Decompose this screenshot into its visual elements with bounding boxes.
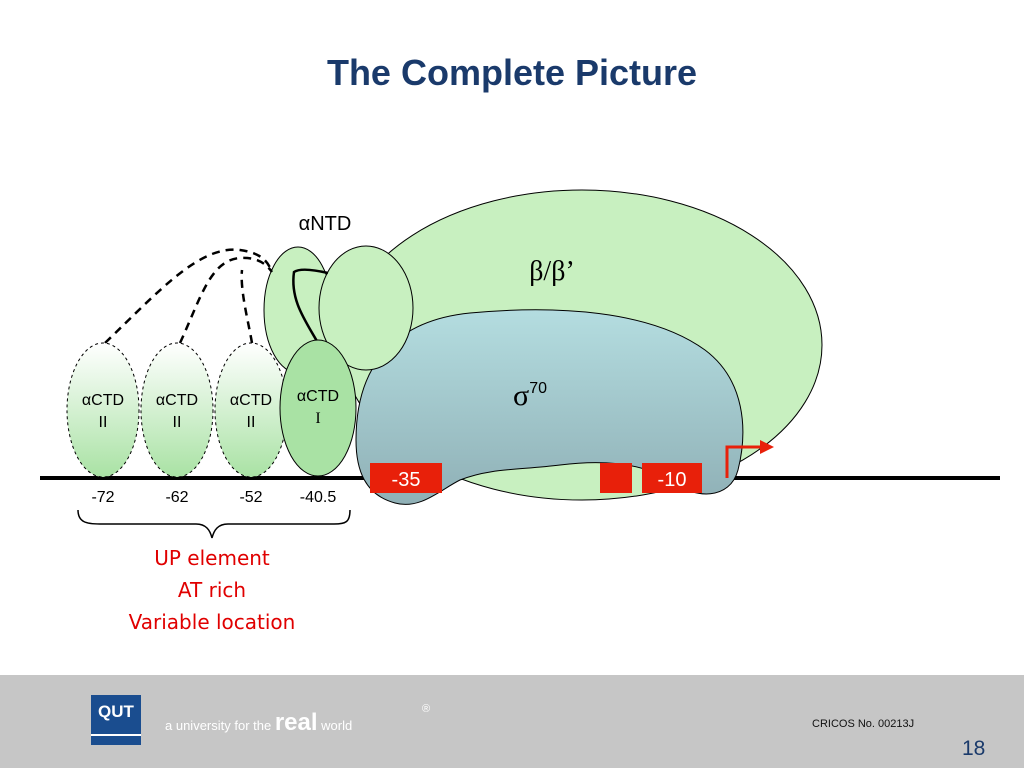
ctd-label-3: αCTD (230, 392, 272, 409)
tether-3 (240, 269, 254, 344)
pos-label-4: -40.5 (300, 489, 337, 506)
box-minus10 (642, 463, 702, 493)
sigma-superscript: 70 (529, 380, 547, 397)
sigma-label: σ70 (513, 379, 547, 412)
sigma-symbol: σ (513, 379, 529, 412)
ctd-num-4: I (315, 410, 320, 427)
sigma70-subunit (355, 309, 744, 505)
pos-label-1: -72 (91, 489, 114, 506)
footer-bar: QUT a university for the real world ® CR… (0, 675, 1024, 768)
up-element-line-1: UP element (154, 546, 270, 570)
pos-label-3: -52 (239, 489, 262, 506)
alpha-ntd-label: αNTD (299, 213, 352, 235)
up-element-line-2: AT rich (177, 578, 247, 602)
ctd-oval-3 (214, 342, 288, 478)
up-element-line-3: Variable location (128, 610, 296, 634)
alpha-ntd-front (318, 245, 414, 371)
qut-logo: QUT (91, 695, 141, 745)
ctd-label-2: αCTD (156, 392, 198, 409)
qut-logo-bar (91, 734, 141, 736)
ctd-num-2: II (173, 414, 182, 431)
beta-label: β/β’ (529, 256, 575, 287)
tss-arrow (725, 445, 760, 478)
tagline-real: real (274, 709, 318, 736)
tss-arrow-head (760, 440, 774, 454)
spacer-box (600, 463, 632, 493)
page-title: The Complete Picture (326, 52, 698, 93)
ctd-num-3: II (247, 414, 256, 431)
registered-mark: ® (422, 703, 431, 715)
ctd-num-1: II (99, 414, 108, 431)
university-tagline: a university for the real world (165, 709, 352, 737)
ctd-label-1: αCTD (82, 392, 124, 409)
qut-logo-text: QUT (98, 702, 134, 721)
ctd-oval-4 (279, 339, 357, 477)
pos-label-2: -62 (165, 489, 188, 506)
tether-2 (178, 256, 273, 344)
ctd-oval-2 (140, 342, 214, 478)
ctd-label-4: αCTD (297, 388, 339, 405)
box-minus35-label: -35 (392, 469, 421, 491)
page-number: 18 (962, 737, 986, 760)
tagline-world: world (321, 718, 353, 733)
box-minus35 (370, 463, 442, 493)
tether-4 (292, 268, 329, 344)
cricos-number: CRICOS No. 00213J (812, 718, 915, 730)
promoter-diagram: αCTD II αCTD II αCTD II αCTD I αNTD β/β’… (40, 189, 1000, 539)
tether-1 (104, 248, 274, 344)
up-element-brace (77, 509, 351, 539)
ctd-oval-1 (66, 342, 140, 478)
tagline-prefix: a university for the (165, 718, 272, 733)
box-minus10-label: -10 (658, 469, 687, 491)
up-element-text: UP element AT rich Variable location (92, 542, 332, 638)
